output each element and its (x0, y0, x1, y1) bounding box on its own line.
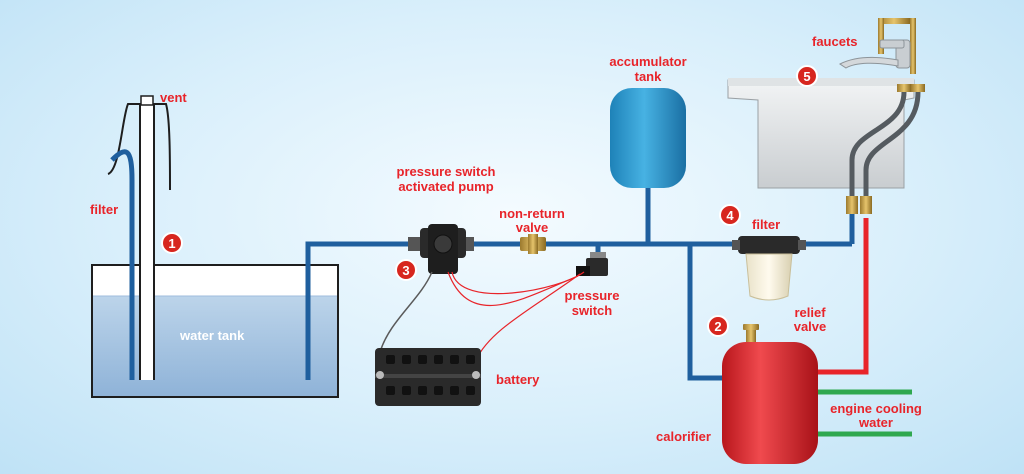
badge-2: 2 (707, 315, 729, 337)
faucets (839, 18, 925, 92)
badge-3: 3 (395, 259, 417, 281)
svg-text:1: 1 (168, 236, 175, 251)
label-filter-right: filter (752, 217, 780, 232)
non-return-valve (520, 234, 546, 254)
badge-5: 5 (796, 65, 818, 87)
battery (375, 348, 481, 406)
label-pump-line2: activated pump (398, 179, 493, 194)
label-battery: battery (496, 372, 540, 387)
label-accumulator-line2: tank (635, 69, 663, 84)
suction-pipe (110, 149, 135, 380)
label-pump-line1: pressure switch (397, 164, 496, 179)
label-vent: vent (160, 90, 187, 105)
label-engine-line1: engine cooling (830, 401, 922, 416)
engine-cooling-pipes (818, 389, 912, 437)
badge-4: 4 (719, 204, 741, 226)
label-calorifier: calorifier (656, 429, 711, 444)
label-relief-line2: valve (794, 319, 827, 334)
accumulator-tank (610, 88, 686, 188)
label-faucets: faucets (812, 34, 858, 49)
label-relief-line1: relief (794, 305, 826, 320)
label-nrv-line1: non-return (499, 206, 565, 221)
label-accumulator-line1: accumulator (609, 54, 686, 69)
hot-water-pipe (816, 218, 869, 375)
label-nrv-line2: valve (516, 220, 549, 235)
label-engine-line2: water (858, 415, 893, 430)
label-water-tank: water tank (179, 328, 245, 343)
label-pressure-switch-line1: pressure (565, 288, 620, 303)
vent-pipe (107, 95, 171, 380)
pump (408, 224, 474, 274)
label-filter-left: filter (90, 202, 118, 217)
wires (379, 271, 585, 361)
calorifier (722, 324, 818, 464)
hose-fittings (846, 196, 872, 214)
sink (727, 78, 915, 189)
faucet-hoses (849, 91, 921, 196)
label-pressure-switch-line2: switch (572, 303, 613, 318)
svg-text:5: 5 (803, 69, 810, 84)
supply-pipes (305, 186, 855, 381)
right-filter (732, 236, 806, 301)
svg-text:2: 2 (714, 319, 721, 334)
badge-1: 1 (161, 232, 183, 254)
pressure-switch (576, 252, 608, 276)
svg-text:4: 4 (726, 208, 734, 223)
svg-text:3: 3 (402, 263, 409, 278)
